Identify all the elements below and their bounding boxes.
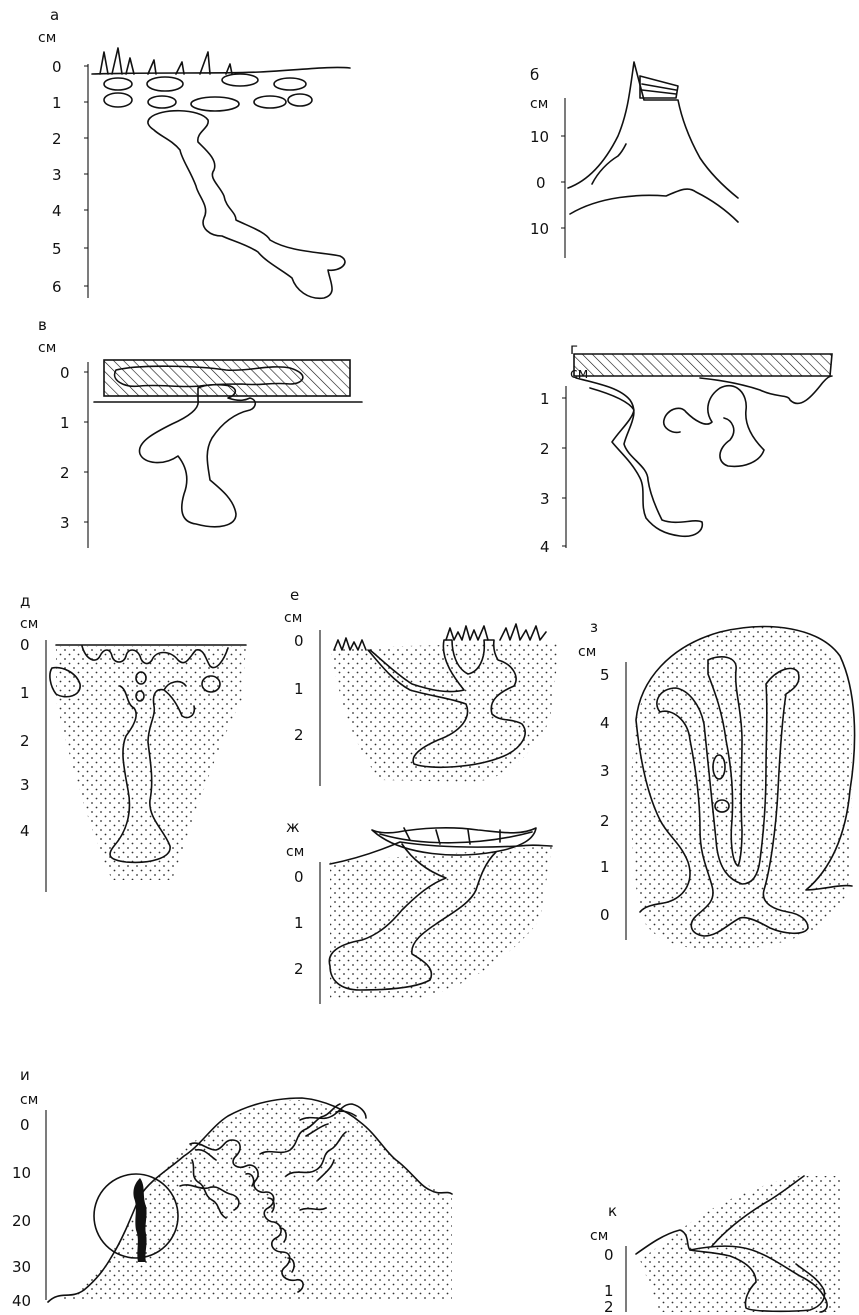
panel-a-unit: см — [38, 30, 56, 46]
panel-i-unit: см — [20, 1092, 38, 1108]
tick-label: 5 — [600, 666, 610, 684]
panel-g: г см 1 2 3 4 — [540, 340, 832, 556]
panel-z-unit: см — [578, 644, 596, 660]
panel-k-unit: см — [590, 1228, 608, 1244]
panel-k-letter: к — [608, 1202, 617, 1220]
panel-d-letter: д — [20, 592, 30, 610]
tick-label: 2 — [52, 130, 62, 148]
tick-label: 0 — [20, 636, 30, 654]
tick-label: 20 — [12, 1212, 31, 1230]
panel-i: и см 0 10 20 30 40 — [12, 1066, 452, 1310]
tick-label: 1 — [294, 680, 304, 698]
tick-label: 4 — [600, 714, 610, 732]
tick-label: 0 — [600, 906, 610, 924]
tick-label: 2 — [294, 960, 304, 978]
panel-k: к см 0 1 2 — [590, 1176, 840, 1315]
tick-label: 3 — [60, 514, 70, 532]
panel-z-letter: з — [590, 618, 598, 636]
tick-label: 6 — [52, 278, 62, 296]
panel-a-letter: а — [50, 6, 59, 24]
tick-label: 1 — [294, 914, 304, 932]
panel-b-cut-surface — [640, 76, 678, 98]
tick-label: 1 — [60, 414, 70, 432]
panel-zh-unit: см — [286, 844, 304, 860]
tick-label: 5 — [52, 240, 62, 258]
panel-e-soil-stipple — [330, 642, 560, 782]
panel-e-letter: е — [290, 586, 299, 604]
panel-zh: ж см 0 1 2 — [286, 818, 552, 1004]
tick-label: 10 — [530, 128, 549, 146]
tick-label: 1 — [540, 390, 550, 408]
tick-label: 10 — [530, 220, 549, 238]
panel-a-ground-line — [92, 67, 350, 74]
panel-zh-soil-stipple — [330, 846, 552, 1000]
tick-label: 2 — [604, 1298, 614, 1315]
tick-label: 2 — [600, 812, 610, 830]
panel-b-mound — [568, 62, 738, 198]
tick-label: 0 — [294, 868, 304, 886]
tick-label: 1 — [600, 858, 610, 876]
panel-b-letter: б — [530, 66, 539, 84]
tick-label: 1 — [52, 94, 62, 112]
tick-label: 4 — [20, 822, 30, 840]
tick-label: 40 — [12, 1292, 31, 1310]
tick-label: 4 — [52, 202, 62, 220]
tick-label: 1 — [20, 684, 30, 702]
panel-k-soil-stipple — [640, 1176, 840, 1312]
panel-d-unit: см — [20, 616, 38, 632]
tick-label: 3 — [52, 166, 62, 184]
panel-g-burrow — [576, 376, 832, 536]
panel-i-mound-stipple — [56, 1100, 452, 1300]
panel-a-chambers — [104, 74, 312, 111]
panel-v-unit: см — [38, 340, 56, 356]
panel-a: а см 0 1 2 3 4 5 6 — [38, 6, 350, 298]
panel-v: в см 0 1 2 3 — [38, 316, 362, 548]
tick-label: 3 — [540, 490, 550, 508]
panel-v-leaf-litter — [104, 360, 350, 396]
tick-label: 30 — [12, 1258, 31, 1276]
panel-a-burrow — [148, 111, 345, 299]
panel-e-unit: см — [284, 610, 302, 626]
tick-label: 0 — [294, 632, 304, 650]
panel-d: д см 0 1 2 3 4 — [20, 592, 246, 892]
tick-label: 0 — [604, 1246, 614, 1264]
panel-a-grass — [100, 48, 232, 74]
tick-label: 0 — [20, 1116, 30, 1134]
tick-label: 10 — [12, 1164, 31, 1182]
tick-label: 2 — [294, 726, 304, 744]
tick-label: 2 — [540, 440, 550, 458]
panel-v-letter: в — [38, 316, 47, 334]
panel-v-burrow — [139, 385, 255, 527]
panel-z: з см 5 4 3 2 1 0 — [578, 618, 855, 950]
panel-b: б см 10 0 10 — [530, 62, 738, 258]
panel-a-ticks: 0 1 2 3 4 5 6 — [52, 58, 88, 296]
panel-i-letter: и — [20, 1066, 30, 1084]
tick-label: 0 — [60, 364, 70, 382]
panel-b-excrement-trail — [592, 144, 626, 184]
tick-label: 3 — [600, 762, 610, 780]
tick-label: 2 — [60, 464, 70, 482]
tick-label: 4 — [540, 538, 550, 556]
tick-label: 0 — [52, 58, 62, 76]
panel-g-leaf-litter — [574, 354, 832, 376]
panel-zh-letter: ж — [286, 818, 300, 836]
tick-label: 3 — [20, 776, 30, 794]
tick-label: 2 — [20, 732, 30, 750]
panel-b-subsoil — [570, 189, 738, 222]
panel-e: е см 0 1 2 — [284, 586, 560, 786]
tick-label: 0 — [536, 174, 546, 192]
panel-b-unit: см — [530, 96, 548, 112]
